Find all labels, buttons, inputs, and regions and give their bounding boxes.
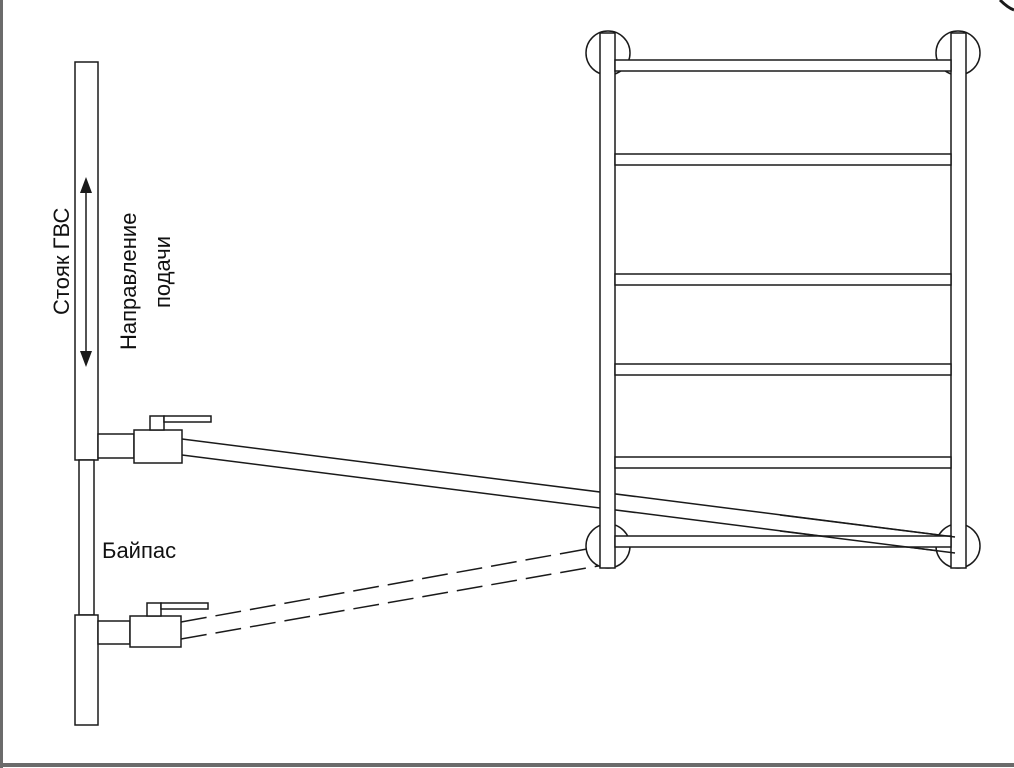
right-post bbox=[950, 32, 967, 569]
upper-valve-handle bbox=[163, 415, 212, 423]
upper-ball-valve bbox=[97, 415, 212, 464]
upper-valve-body bbox=[133, 429, 183, 464]
arrow-up-head bbox=[80, 177, 92, 193]
lower-valve-body bbox=[129, 615, 182, 648]
arrow-down-head bbox=[80, 351, 92, 367]
rail-rung bbox=[614, 535, 952, 548]
upper-valve-stem bbox=[149, 415, 165, 431]
left-post bbox=[599, 32, 616, 569]
bypass-label: Байпас bbox=[102, 538, 176, 563]
return-pipe-dashed bbox=[180, 546, 599, 640]
lower-valve-nipple bbox=[97, 620, 131, 645]
riser-pipe-lower bbox=[74, 614, 99, 726]
riser-label: Стояк ГВС bbox=[49, 208, 74, 315]
upper-valve-nipple bbox=[97, 433, 135, 459]
flow-direction-arrow bbox=[80, 177, 92, 367]
rail-rung bbox=[614, 59, 952, 72]
supply-pipe-end bbox=[779, 514, 956, 554]
bypass-pipe bbox=[78, 459, 95, 616]
heated-towel-rail bbox=[585, 30, 981, 569]
flow-direction-label-line1: Направление bbox=[116, 213, 141, 350]
rail-rung bbox=[614, 273, 952, 286]
frame-top-right-corner bbox=[998, 0, 1014, 12]
rail-rung bbox=[614, 153, 952, 166]
flow-direction-label-line2: подачи bbox=[150, 236, 175, 308]
lower-ball-valve bbox=[97, 602, 209, 648]
rail-rung bbox=[614, 363, 952, 376]
lower-valve-handle bbox=[160, 602, 209, 610]
lower-valve-stem bbox=[146, 602, 162, 617]
rail-rung bbox=[614, 456, 952, 469]
